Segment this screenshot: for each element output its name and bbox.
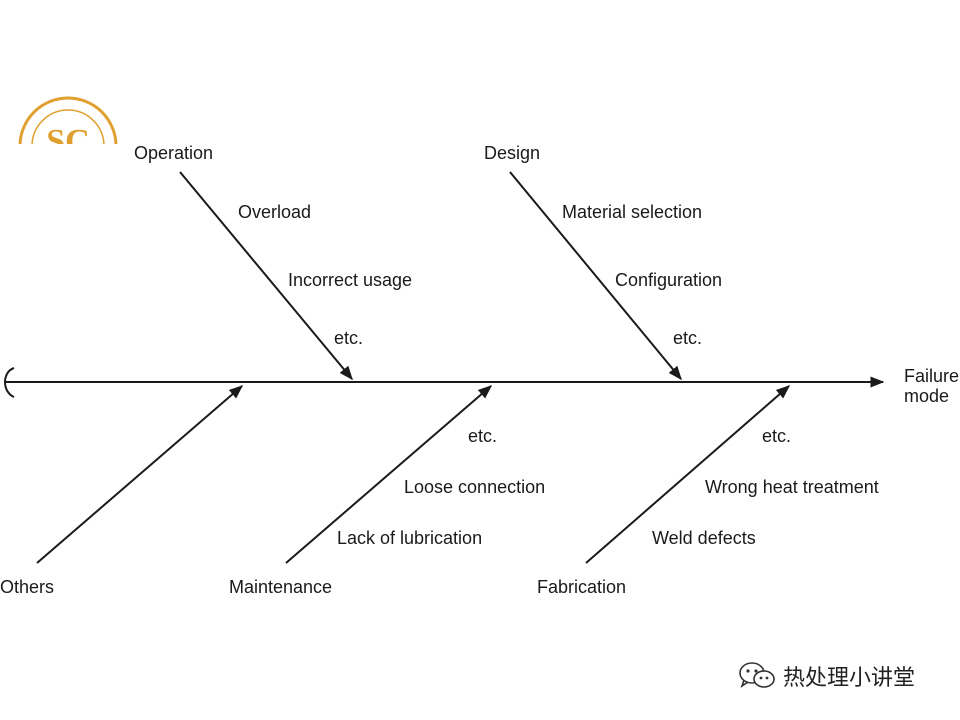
cause-etc: etc. <box>334 328 364 348</box>
cause-wrong-heat-treatment: Wrong heat treatment <box>705 477 879 497</box>
cause-etc: etc. <box>673 328 703 348</box>
cause-etc: etc. <box>468 426 498 446</box>
bone-maintenance <box>285 385 493 564</box>
cause-etc: etc. <box>762 426 792 446</box>
category-design: Design <box>484 143 541 163</box>
logo: SC <box>16 94 120 144</box>
cause-lack-of-lubrication: Lack of lubrication <box>337 528 483 548</box>
watermark-text: 热处理小讲堂 <box>783 666 916 691</box>
category-fabrication: Fabrication <box>537 577 627 597</box>
effect-line2: mode <box>904 386 950 406</box>
category-operation: Operation <box>134 143 214 163</box>
cause-weld-defects: Weld defects <box>652 528 756 548</box>
wechat-icon <box>739 662 775 688</box>
cause-loose-connection: Loose connection <box>404 477 546 497</box>
spine-break-mark <box>4 367 15 398</box>
cause-configuration: Configuration <box>615 270 723 290</box>
bone-fabrication <box>585 385 791 564</box>
effect-line1: Failure <box>904 366 960 386</box>
category-maintenance: Maintenance <box>229 577 333 597</box>
logo-monogram: SC <box>46 123 89 144</box>
cause-overload: Overload <box>238 202 312 222</box>
watermark: 热处理小讲堂 <box>737 660 915 692</box>
bone-design <box>509 171 682 381</box>
cause-incorrect-usage: Incorrect usage <box>288 270 413 290</box>
bone-operation <box>179 171 353 381</box>
logo-seal: SC <box>18 96 118 144</box>
category-others: Others <box>0 577 55 597</box>
cause-material-selection: Material selection <box>562 202 703 222</box>
bone-others <box>36 385 244 564</box>
effect-label: Failure mode <box>904 366 959 406</box>
